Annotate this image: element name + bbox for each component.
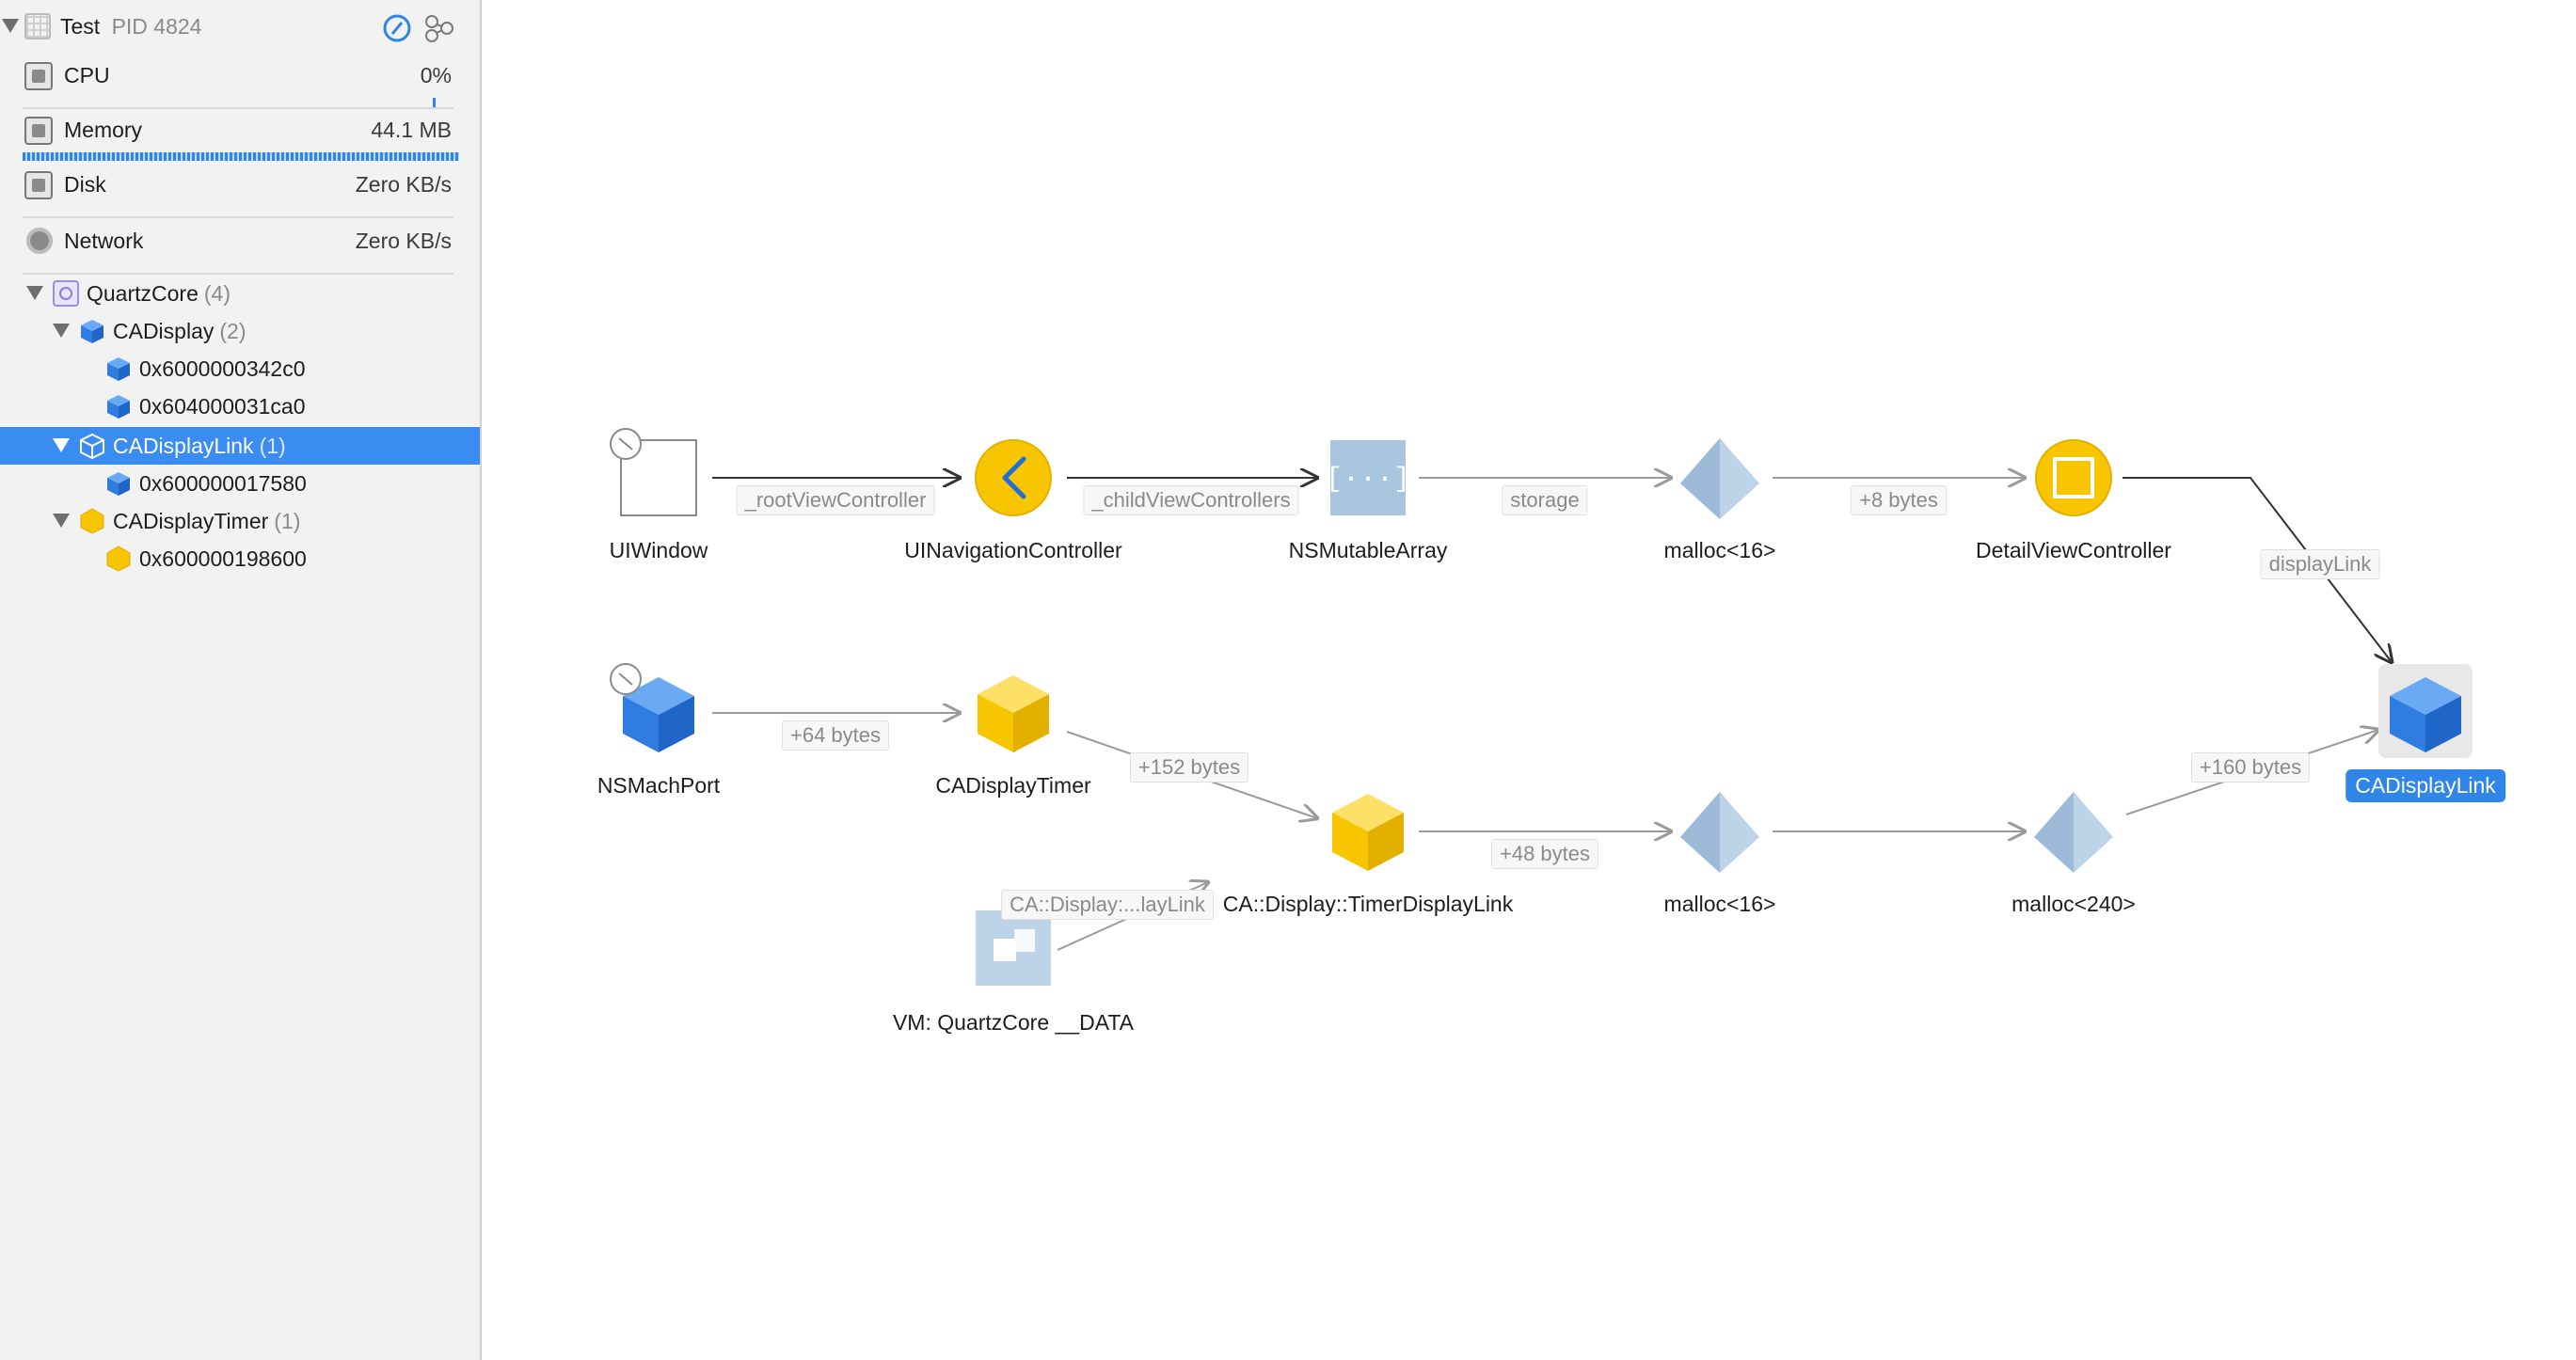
tree-item-label: 0x6000000342c0 — [139, 356, 306, 381]
memory-usage-bar — [23, 152, 459, 161]
node-malloc240-shape[interactable] — [2034, 792, 2113, 873]
tree-item-label: QuartzCore — [87, 281, 199, 306]
disclosure-triangle-icon[interactable] — [53, 514, 70, 528]
node-timerdisplaylink-shape[interactable] — [1332, 794, 1404, 871]
edge-label-plus160: +160 bytes — [2190, 752, 2311, 783]
node-uiwindow-shape[interactable] — [610, 428, 697, 516]
cpu-value: 0% — [420, 63, 452, 87]
edge-label-plus64: +64 bytes — [781, 720, 890, 751]
edge-label-plus8: +8 bytes — [1851, 485, 1947, 515]
yellow-hexagon-icon — [106, 546, 131, 572]
memory-graph-icon[interactable] — [423, 13, 453, 43]
divider — [23, 216, 453, 218]
node-malloc16b-label[interactable]: malloc<16> — [1663, 892, 1776, 916]
node-malloc240-label[interactable]: malloc<240> — [2012, 892, 2136, 916]
memory-label: Memory — [64, 118, 143, 142]
disk-value: Zero KB/s — [355, 172, 452, 197]
tree-item-label: 0x600000198600 — [139, 546, 307, 571]
node-uinav-label[interactable]: UINavigationController — [904, 538, 1122, 562]
disclosure-triangle-icon[interactable] — [26, 286, 43, 300]
tree-item-label: CADisplay — [113, 319, 215, 343]
disclosure-triangle-icon[interactable] — [2, 19, 19, 33]
tree-item-label: CADisplayTimer — [113, 509, 269, 533]
node-nsarray-shape[interactable]: [···] — [1326, 440, 1410, 515]
node-vmdata-label[interactable]: VM: QuartzCore __DATA — [892, 1010, 1135, 1035]
node-malloc16a-shape[interactable] — [1680, 438, 1759, 519]
tree-item-count: (4) — [203, 281, 231, 306]
process-pid: PID 4824 — [111, 14, 202, 39]
memory-value: 44.1 MB — [371, 118, 452, 142]
node-detailvc-shape[interactable] — [2035, 439, 2112, 516]
cpu-gauge[interactable]: CPU 0% — [0, 56, 480, 94]
memory-icon — [24, 117, 53, 145]
disk-label: Disk — [64, 172, 106, 197]
edge-label-root-vc: _rootViewController — [736, 485, 935, 515]
cpu-label: CPU — [64, 63, 110, 87]
cpu-icon — [24, 62, 53, 90]
process-grid-icon — [24, 13, 51, 40]
edge-label-ca-display-link: CA::Display:...layLink — [1001, 890, 1214, 920]
node-cadisplaytimer-shape[interactable] — [978, 675, 1049, 752]
node-nsmachport-shape[interactable] — [610, 663, 694, 752]
node-cadisplaylink-shape[interactable] — [2378, 664, 2473, 758]
tree-item-cadisplaytimer[interactable]: CADisplayTimer(1) — [0, 502, 480, 540]
edge-label-displaylink: displayLink — [2260, 549, 2380, 579]
tree-item-instance[interactable]: 0x6000000342c0 — [0, 350, 480, 387]
blue-cube-icon — [107, 395, 130, 419]
tree-item-quartzcore[interactable]: QuartzCore(4) — [0, 275, 480, 312]
node-detailvc-label[interactable]: DetailViewController — [1976, 538, 2171, 562]
cube-outline-icon — [80, 433, 104, 459]
debug-gauge-icon[interactable] — [382, 13, 412, 43]
edge-label-plus152: +152 bytes — [1129, 752, 1249, 783]
tree-item-cadisplaylink[interactable]: CADisplayLink(1) — [0, 427, 480, 465]
edge-label-storage: storage — [1502, 485, 1588, 515]
blue-cube-icon — [81, 320, 103, 343]
node-cadisplaylink-label[interactable]: CADisplayLink — [2345, 769, 2505, 802]
network-icon — [26, 228, 53, 254]
disk-icon — [24, 171, 53, 199]
divider — [23, 107, 453, 109]
svg-text:[···]: [···] — [1326, 464, 1410, 496]
divider — [23, 273, 453, 275]
node-timerdisplaylink-label[interactable]: CA::Display::TimerDisplayLink — [1222, 892, 1514, 916]
node-uinav-shape[interactable] — [975, 439, 1052, 516]
network-label: Network — [64, 229, 144, 253]
disclosure-triangle-icon[interactable] — [53, 438, 70, 452]
edge-displaylink[interactable] — [2123, 477, 2392, 662]
process-row[interactable]: Test PID 4824 — [0, 8, 480, 45]
node-malloc16b-shape[interactable] — [1680, 792, 1759, 873]
tree-item-count: (1) — [274, 509, 301, 533]
tree-item-label: CADisplayLink — [113, 434, 254, 458]
blue-cube-icon — [107, 472, 130, 496]
edge-label-plus48: +48 bytes — [1490, 839, 1599, 869]
memory-graph-canvas[interactable]: [···] — [482, 0, 2576, 1360]
tree-item-label: 0x604000031ca0 — [139, 394, 306, 419]
edge-label-child-vcs: _childViewControllers — [1083, 485, 1299, 515]
disclosure-triangle-icon[interactable] — [53, 324, 70, 338]
debug-navigator-sidebar: Test PID 4824 CPU 0% Memory 44.1 MB Disk… — [0, 0, 482, 1360]
node-uiwindow-label[interactable]: UIWindow — [609, 538, 708, 562]
tree-item-instance[interactable]: 0x604000031ca0 — [0, 387, 480, 425]
node-vmdata-shape[interactable] — [976, 910, 1051, 986]
graph-edges: [···] — [610, 428, 2473, 986]
yellow-hexagon-icon — [80, 508, 104, 534]
tree-item-label: 0x600000017580 — [139, 471, 307, 496]
library-icon — [53, 280, 79, 307]
node-nsarray-label[interactable]: NSMutableArray — [1288, 538, 1448, 562]
node-malloc16a-label[interactable]: malloc<16> — [1663, 538, 1776, 562]
tree-item-instance[interactable]: 0x600000017580 — [0, 465, 480, 502]
process-name: Test — [60, 14, 101, 39]
disk-gauge[interactable]: Disk Zero KB/s — [0, 166, 480, 203]
tree-item-count: (2) — [219, 319, 246, 343]
network-value: Zero KB/s — [355, 229, 452, 253]
memory-gauge[interactable]: Memory 44.1 MB — [0, 111, 480, 149]
node-nsmachport-label[interactable]: NSMachPort — [596, 773, 721, 798]
tree-item-cadisplay[interactable]: CADisplay(2) — [0, 312, 480, 350]
tree-item-instance[interactable]: 0x600000198600 — [0, 540, 480, 577]
node-cadisplaytimer-label[interactable]: CADisplayTimer — [935, 773, 1091, 798]
tree-item-count: (1) — [259, 434, 286, 458]
cpu-graph — [433, 98, 436, 107]
blue-cube-icon — [107, 357, 130, 381]
network-gauge[interactable]: Network Zero KB/s — [0, 222, 480, 260]
